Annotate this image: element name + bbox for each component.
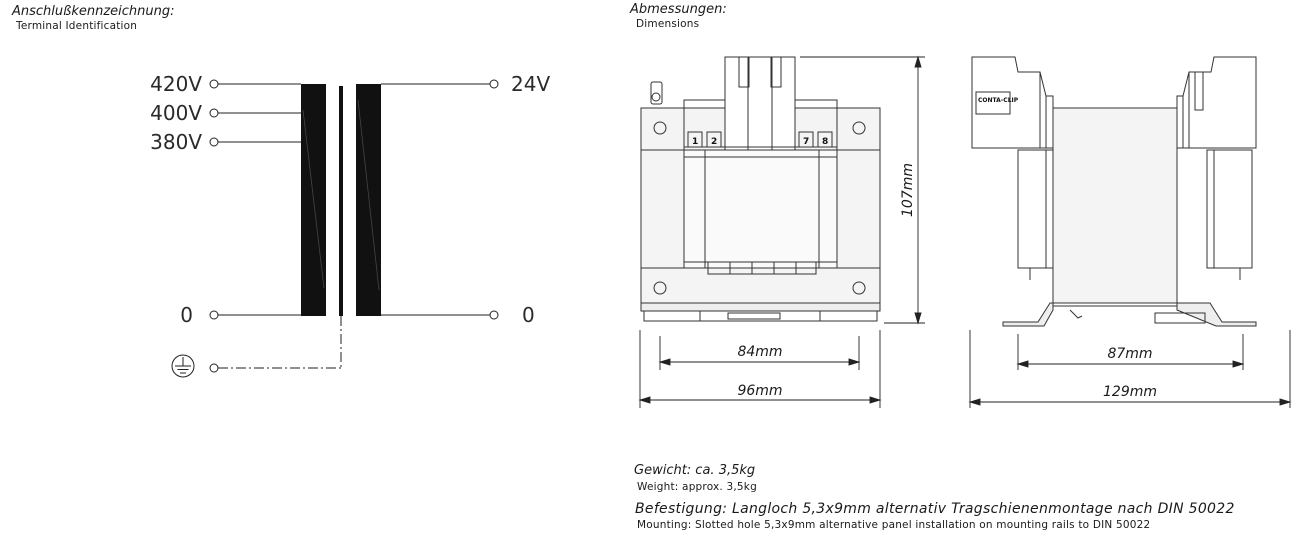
wiring-schematic (171, 79, 499, 378)
side-dimension-lines (968, 330, 1292, 408)
weight-de: Gewicht: ca. 3,5kg (634, 463, 756, 478)
tap-label-24v: 24V (511, 72, 550, 96)
brand-label: CONTA-CLIP (978, 97, 1019, 104)
weight-en: Weight: approx. 3,5kg (637, 481, 757, 493)
dim-front-outer-width: 96mm (737, 383, 782, 399)
terminal-number-1: 1 (692, 137, 698, 147)
tap-label-380v: 380V (150, 130, 202, 154)
mounting-de: Befestigung: Langloch 5,3x9mm alternativ… (635, 501, 1235, 517)
front-dimension-lines (638, 55, 925, 408)
earth-ground-icon (171, 354, 195, 378)
transformer-core (339, 86, 343, 316)
dim-side-inner-width: 87mm (1107, 346, 1152, 362)
terminal-number-2: 2 (711, 137, 717, 147)
front-view (640, 56, 881, 322)
tap-label-primary-0: 0 (180, 303, 193, 327)
tap-label-400v: 400V (150, 101, 202, 125)
dimensions-title-en: Dimensions (636, 18, 700, 30)
dim-height: 107mm (900, 163, 916, 217)
terminal-number-8: 8 (822, 137, 828, 147)
side-view (971, 56, 1257, 327)
dimensions-title-de: Abmessungen: (630, 2, 727, 17)
dim-side-outer-width: 129mm (1103, 384, 1157, 400)
terminal-number-7: 7 (803, 137, 809, 147)
tap-label-420v: 420V (150, 72, 202, 96)
dim-front-inner-width: 84mm (737, 344, 782, 360)
terminal-title-en: Terminal Identification (16, 20, 138, 32)
terminal-title-de: Anschlußkennzeichnung: (12, 4, 175, 19)
mounting-en: Mounting: Slotted hole 5,3x9mm alternati… (637, 519, 1151, 531)
tap-label-secondary-0: 0 (522, 303, 535, 327)
